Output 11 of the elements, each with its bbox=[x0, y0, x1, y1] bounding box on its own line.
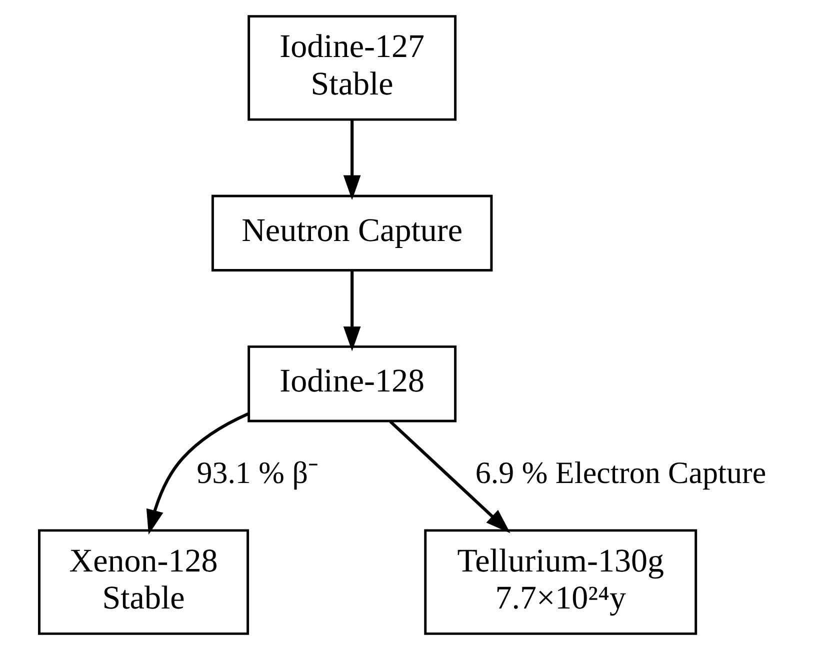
node-box: Iodine-127 Stable bbox=[247, 15, 456, 121]
node-box: Neutron Capture bbox=[210, 194, 492, 272]
arrow bbox=[388, 420, 510, 534]
node-box: Iodine-128 bbox=[247, 345, 456, 422]
node-box: Tellurium-130g 7.7×10²⁴y bbox=[424, 529, 697, 635]
edge-label: 93.1 % β⁻ bbox=[196, 454, 318, 490]
arrow bbox=[342, 270, 360, 352]
edge-label: 6.9 % Electron Capture bbox=[474, 454, 766, 490]
node-box: Xenon-128 Stable bbox=[38, 529, 249, 635]
arrow bbox=[146, 412, 248, 535]
arrow bbox=[342, 120, 360, 200]
